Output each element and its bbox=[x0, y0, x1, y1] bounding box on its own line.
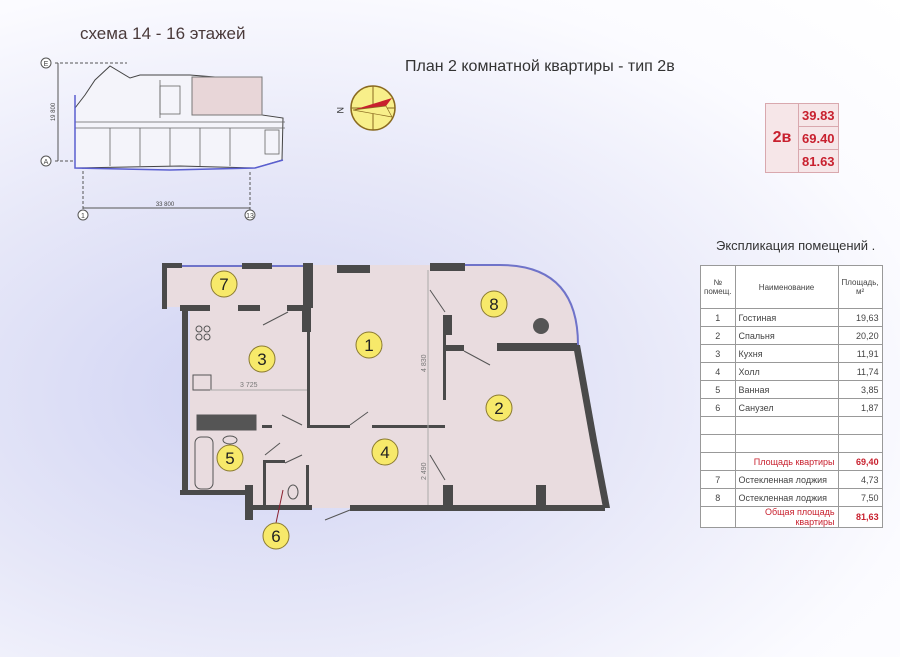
walls bbox=[162, 263, 610, 520]
svg-text:2: 2 bbox=[494, 399, 503, 418]
building-schema bbox=[55, 62, 285, 212]
svg-text:4: 4 bbox=[380, 443, 389, 462]
room-marker-1: 1 bbox=[355, 331, 383, 359]
explication-title: Экспликация помещений . bbox=[716, 238, 876, 253]
living-area: 39.83 bbox=[798, 103, 839, 127]
svg-text:33 800: 33 800 bbox=[156, 202, 175, 208]
room-marker-5: 5 bbox=[216, 444, 244, 472]
dimensions: 3 725 4 830 2 490 bbox=[240, 354, 428, 480]
svg-text:А: А bbox=[44, 159, 49, 166]
svg-text:13: 13 bbox=[246, 213, 254, 220]
room-marker-4: 4 bbox=[371, 438, 399, 466]
apartment-type: 2в bbox=[765, 103, 799, 173]
table-row-empty bbox=[700, 416, 883, 435]
schema-title: схема 14 - 16 этажей bbox=[80, 24, 246, 43]
schema-axis-markers: Е А 1 13 33 800 19 800 bbox=[40, 57, 256, 221]
room-marker-2: 2 bbox=[485, 394, 513, 422]
column bbox=[533, 318, 549, 334]
svg-text:3 725: 3 725 bbox=[240, 382, 258, 389]
svg-text:2 490: 2 490 bbox=[421, 462, 428, 480]
svg-text:Е: Е bbox=[44, 61, 49, 68]
room-markers: 7 8 1 3 2 4 5 6 bbox=[210, 270, 513, 550]
total-area: 81.63 bbox=[798, 149, 839, 173]
room-marker-3: 3 bbox=[248, 345, 276, 373]
room-marker-7: 7 bbox=[210, 270, 238, 298]
svg-text:1: 1 bbox=[364, 336, 373, 355]
room-marker-6: 6 bbox=[262, 489, 290, 550]
svg-text:6: 6 bbox=[271, 527, 280, 546]
apartment-floor bbox=[165, 265, 605, 508]
room-marker-8: 8 bbox=[480, 290, 508, 318]
svg-text:1: 1 bbox=[81, 213, 85, 220]
svg-text:4 830: 4 830 bbox=[421, 354, 428, 372]
svg-text:5: 5 bbox=[225, 449, 234, 468]
svg-text:N: N bbox=[335, 107, 345, 114]
svg-text:3: 3 bbox=[257, 350, 266, 369]
plan-title: План 2 комнатной квартиры - тип 2в bbox=[405, 58, 675, 75]
svg-text:7: 7 bbox=[219, 275, 228, 294]
table-header: № помещ. Наименование Площадь, м² bbox=[700, 265, 883, 309]
apartment-area: 69.40 bbox=[798, 126, 839, 150]
fixtures bbox=[192, 270, 491, 521]
svg-text:19 800: 19 800 bbox=[51, 102, 57, 121]
compass-icon: N bbox=[335, 85, 396, 131]
svg-text:8: 8 bbox=[489, 295, 498, 314]
table-row-empty bbox=[700, 434, 883, 453]
